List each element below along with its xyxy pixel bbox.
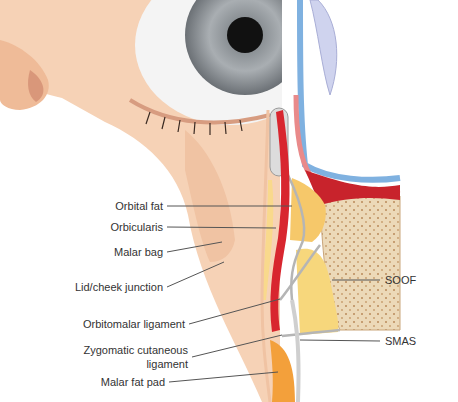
skin-edge — [262, 110, 270, 402]
malar-fat-pad — [270, 340, 295, 402]
nose — [0, 40, 49, 110]
soof — [296, 249, 338, 335]
lid-margin — [130, 100, 270, 123]
globe-wall — [300, 0, 400, 180]
malar-bag — [185, 130, 235, 262]
lashes — [146, 112, 242, 135]
orbitomalar-ligament — [280, 245, 320, 300]
cornea — [310, 0, 337, 95]
orbital-fat — [290, 178, 326, 242]
anatomy-label: SOOF — [385, 273, 445, 287]
nostril — [28, 70, 43, 102]
pupil — [227, 17, 263, 53]
orbital-septum — [288, 175, 304, 300]
anatomy-label: Lid/cheek junction — [23, 280, 163, 294]
orbicularis-muscle — [270, 110, 289, 332]
anatomy-label: Malar fat pad — [25, 375, 165, 389]
anatomy-label: Orbitomalar ligament — [25, 317, 185, 331]
anatomy-label: Zygomatic cutaneous ligament — [60, 343, 188, 371]
anatomy-label: Orbicularis — [43, 220, 163, 234]
leader-lines — [167, 206, 380, 382]
anatomy-label: Orbital fat — [43, 199, 163, 213]
zygomatic-ligament — [282, 330, 340, 336]
anatomy-label: SMAS — [385, 334, 445, 348]
section-ground — [282, 0, 402, 402]
anatomy-label: Malar bag — [43, 245, 163, 259]
